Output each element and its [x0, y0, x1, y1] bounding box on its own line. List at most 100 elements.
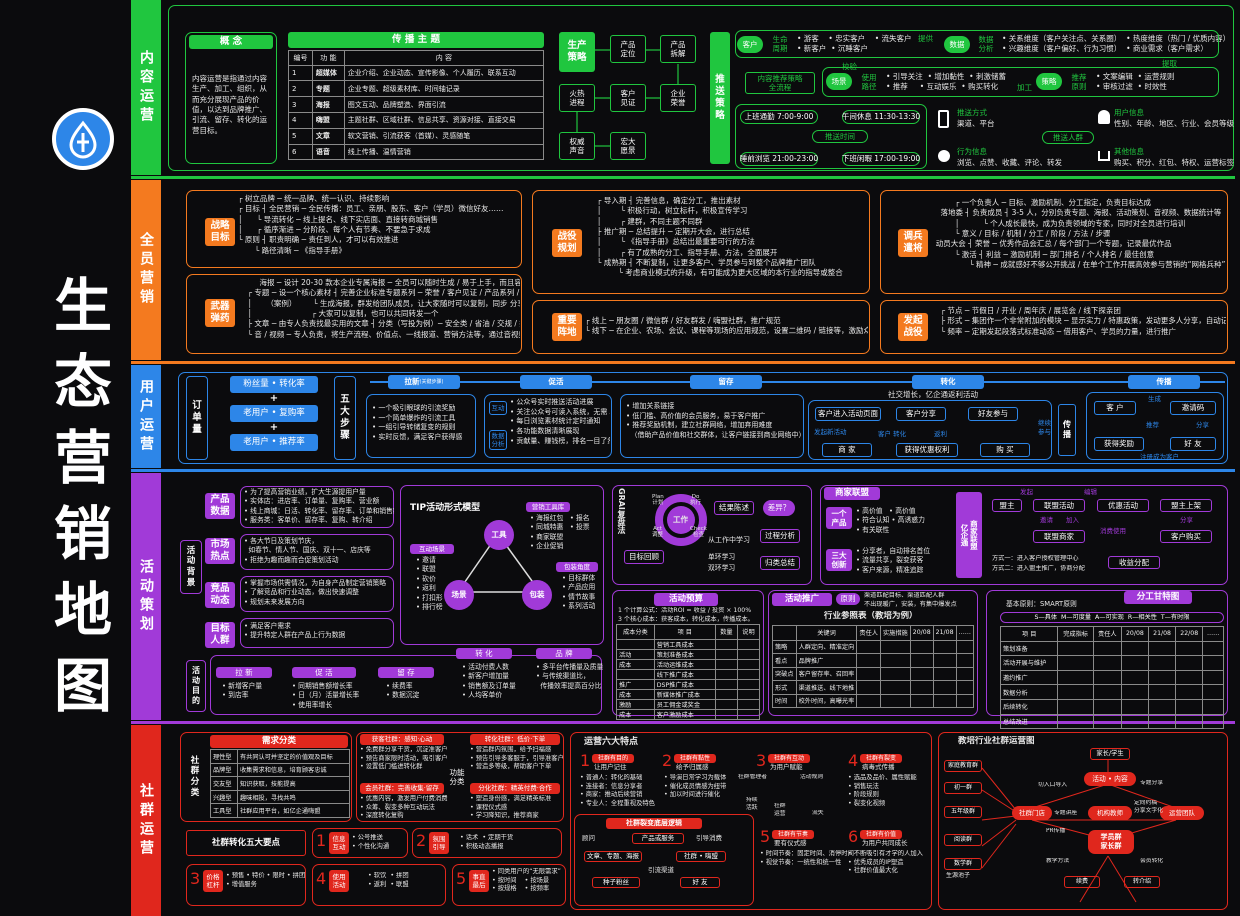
table-cell	[736, 658, 761, 670]
table-header-cell	[772, 625, 797, 641]
table-cell: 理性型	[210, 749, 238, 764]
community-cat-box	[180, 732, 352, 822]
grai-learn: 从工作中学习	[708, 536, 750, 544]
table-cell: 2	[288, 80, 313, 98]
troops-heading: 调兵 遣将	[898, 229, 928, 257]
table-row: 邀约推广	[999, 669, 1224, 686]
social-head: 转化社群：低价·下单	[470, 734, 560, 745]
community-cat-table: 理性型有共同认可并坚定的价值观及目标品牌型收集需求和信息，培育顾客忠诚交友型知识…	[210, 749, 351, 818]
six-head: 社群有节奏	[772, 830, 814, 839]
product-data: 产品 数据	[205, 493, 235, 519]
tip-tool: 工具	[484, 520, 514, 550]
tip-scene: 场景	[444, 580, 474, 610]
strategy-node: 策略	[1036, 73, 1062, 90]
scene-rec-strategy: 内容推荐策略 全流程	[745, 72, 815, 94]
three-innovations-text: • 分享者，自动排名首位 • 流量共享，裂变获客 • 客户来源，精准追踪	[856, 547, 931, 574]
check-label: 校验	[842, 62, 857, 71]
budget-text: 1 个计算公式：活动ROI = 收益 / 投资 × 100% 3 个核心成本：获…	[618, 607, 754, 623]
deploy-text: ┌ 导入期 ┤ 完善信息，确定分工，推出素材 │ └ 积极行动，树立标杆，积极宣…	[596, 196, 843, 278]
target-crowd-box	[240, 618, 394, 648]
smart-row: S—具体 M—可度量 A—可实现 R—相关性 T—有时限	[1000, 612, 1224, 623]
alliance-link: 消费使用	[1100, 527, 1126, 535]
table-row: 活动策划准备成本	[616, 648, 761, 660]
table-cell	[1120, 698, 1149, 715]
user-attr: 用户信息	[1114, 108, 1144, 117]
table-header-cell: 功 能	[311, 50, 345, 66]
table-cell: 活动开展与维护	[999, 655, 1059, 671]
data-items: • 关系维度（客户关注点、关系圈） • 热度维度（热门 / 优质内容） • 兴趣…	[1002, 34, 1231, 54]
convert-node: 商 家	[822, 443, 872, 457]
push-time: 推送时间	[812, 130, 868, 143]
goal-activate: 促 活	[292, 667, 356, 678]
table-header-cell: 21/08	[932, 625, 957, 641]
spread-label: 传 播	[1058, 404, 1076, 456]
flow-node: 宏大 愿景	[610, 132, 646, 160]
use-path: 使用 路径	[861, 72, 877, 91]
table-header-cell: 项 目	[653, 624, 716, 640]
table-cell	[1175, 640, 1204, 657]
table-cell	[736, 648, 761, 660]
competitor: 竞品 动态	[205, 582, 235, 608]
deploy-heading: 战役 规划	[552, 229, 582, 257]
table-row: 工具型社群应用平台，如亿企通嗨盟	[210, 803, 351, 818]
convert-link: 发起新活动	[814, 428, 847, 436]
title-char: 地	[53, 576, 112, 644]
interact-items: • 邀请 • 联盟 • 砍价 • 返利 • 打扣形 • 排行榜	[416, 556, 443, 611]
table-cell	[736, 638, 761, 650]
table-cell: 策划准备成本	[653, 648, 716, 660]
flow-node: 权威 声音	[559, 132, 595, 160]
table-row: 总结改进	[999, 713, 1224, 730]
six-head: 社群有裂变	[860, 754, 902, 763]
provide-label: 提供	[918, 34, 933, 43]
table-cell: DSP推广成本	[653, 678, 716, 690]
push-way: 推送方式	[957, 108, 987, 117]
table-cell	[1057, 698, 1094, 715]
alliance-node: 联盟活动	[1033, 499, 1085, 512]
table-cell	[1120, 640, 1149, 657]
table-cell: 品牌推广	[795, 653, 858, 668]
table-row: 品牌型收集需求和信息，培育顾客忠诚	[210, 762, 351, 778]
table-cell	[616, 668, 655, 680]
key-num: 4	[316, 869, 327, 888]
market-hotspot-box	[240, 534, 394, 570]
pull-text: • 一个吸引眼球的引流奖励 • 一个简单爆炸的引流工具 • 一组引导转储复变的规…	[372, 404, 463, 441]
func-label: 功能 分类	[449, 767, 465, 786]
edu-node: 家长/学生	[1090, 748, 1130, 760]
budget-heading: 活动预算	[654, 593, 718, 606]
retain-box	[620, 394, 804, 458]
edu-link: 教学方法	[1046, 858, 1070, 864]
spread-node: 邀请码	[1170, 401, 1216, 415]
table-row: 形式渠道推送、线下地推	[772, 680, 975, 695]
six-head: 社群有目的	[592, 754, 634, 763]
edu-box	[938, 732, 1228, 910]
table-cell	[1120, 669, 1149, 686]
table-cell	[1175, 669, 1204, 686]
key-text: • 话术 • 定期干货 • 积极动态播报	[460, 834, 514, 850]
table-cell: 客户留存率、召回率	[795, 666, 858, 682]
alliance-link: 加入	[1066, 516, 1079, 524]
table-cell	[736, 688, 761, 700]
table-cell: 成本	[616, 658, 655, 670]
table-row: 策略人群定向、精准定向	[772, 639, 975, 655]
band-community: 社群运营	[131, 725, 161, 916]
convert-link: 继续 参与	[1038, 419, 1051, 436]
fission-head: 社群裂变底层逻辑	[606, 818, 702, 829]
six-sub: 让用户记住	[594, 763, 627, 771]
community-cat-label: 社 群 分 类	[190, 755, 200, 798]
edu-node: 初一群	[944, 782, 982, 794]
table-cell: 线下推广成本	[653, 668, 716, 680]
spread-node: 获得奖励	[1094, 437, 1144, 451]
table-cell	[856, 666, 881, 682]
table-cell: 兴趣型	[210, 789, 238, 805]
table-header-cell: 实施措施	[879, 625, 911, 641]
market-hotspot-text: • 各大节日及策划节庆， 如春节、情人节、国庆、双十一、店庆等 • 拒绝为趣而趣…	[244, 537, 371, 564]
table-cell: 形式	[772, 680, 797, 695]
weapon-heading: 武器 弹药	[205, 299, 235, 327]
launch-heading: 发起 战役	[898, 313, 928, 341]
table-cell	[1147, 669, 1177, 686]
table-row: 看点品牌推广	[772, 653, 975, 668]
competitor-text: • 掌握市场供需情况，为自身产品制定营销策略 • 了解竞品和行业动态，做出快速调…	[244, 579, 387, 606]
